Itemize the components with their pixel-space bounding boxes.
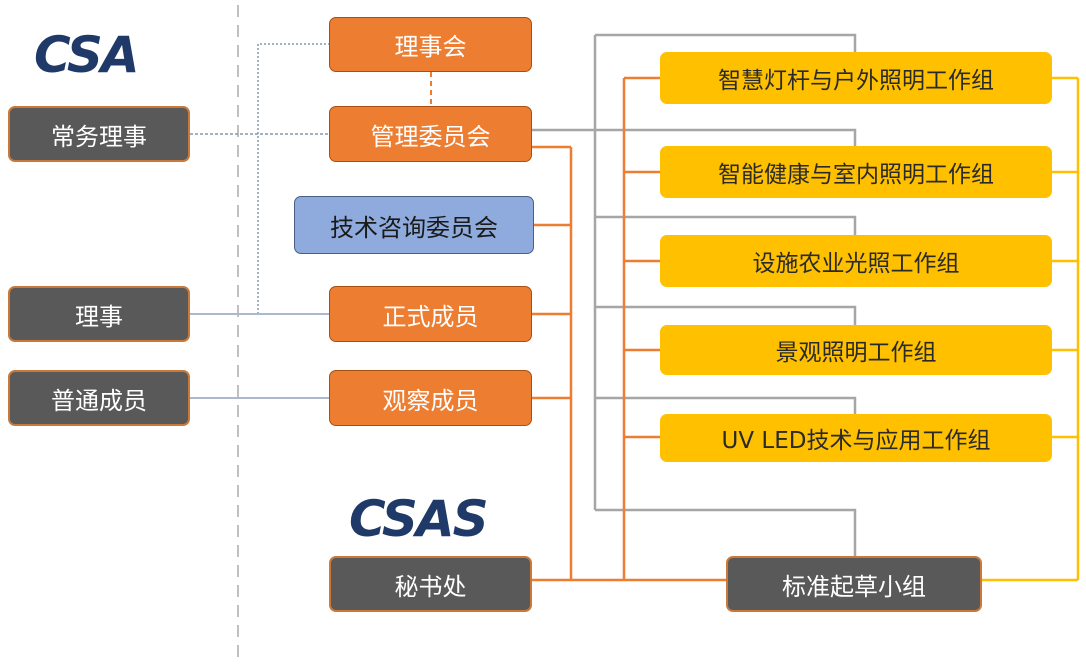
csa-logo: CSA	[34, 26, 140, 84]
full-member-label: 正式成员	[382, 302, 479, 331]
working-group-box: UV LED技术与应用工作组	[660, 414, 1052, 462]
secretariat-box: 秘书处	[329, 556, 532, 612]
management-committee-box: 管理委员会	[329, 106, 532, 162]
working-group-box: 景观照明工作组	[660, 325, 1052, 375]
working-group-label: 智慧灯杆与户外照明工作组	[718, 68, 994, 94]
director-box: 理事	[8, 286, 190, 342]
working-group-label: 设施农业光照工作组	[752, 251, 960, 277]
working-group-box: 智能健康与室内照明工作组	[660, 146, 1052, 198]
tech-advisory-label: 技术咨询委员会	[330, 213, 498, 242]
orange-link-tree	[532, 76, 726, 582]
working-group-label: UV LED技术与应用工作组	[721, 428, 991, 454]
working-group-label: 智能健康与室内照明工作组	[718, 162, 994, 188]
board-box: 理事会	[329, 17, 532, 72]
drafting-group-box: 标准起草小组	[726, 556, 982, 612]
board-label: 理事会	[394, 33, 467, 61]
working-group-box: 设施农业光照工作组	[660, 235, 1052, 287]
yellow-link-tree	[982, 76, 1080, 582]
observer-member-label: 观察成员	[382, 386, 479, 415]
executive-director-box: 常务理事	[8, 106, 190, 162]
dotted-link-board	[257, 43, 330, 314]
director-label: 理事	[75, 302, 123, 331]
gray-link-tree	[532, 33, 857, 556]
management-committee-label: 管理委员会	[370, 122, 491, 151]
csas-logo: CSAS	[349, 490, 489, 548]
working-group-box: 智慧灯杆与户外照明工作组	[660, 52, 1052, 104]
tech-advisory-committee-box: 技术咨询委员会	[294, 196, 534, 254]
working-group-label: 景观照明工作组	[775, 340, 937, 366]
secretariat-label: 秘书处	[394, 572, 467, 601]
full-member-box: 正式成员	[329, 286, 532, 342]
ordinary-member-box: 普通成员	[8, 370, 190, 426]
ordinary-member-label: 普通成员	[51, 386, 147, 415]
observer-member-box: 观察成员	[329, 370, 532, 426]
drafting-group-label: 标准起草小组	[782, 572, 926, 601]
executive-director-label: 常务理事	[51, 122, 147, 151]
